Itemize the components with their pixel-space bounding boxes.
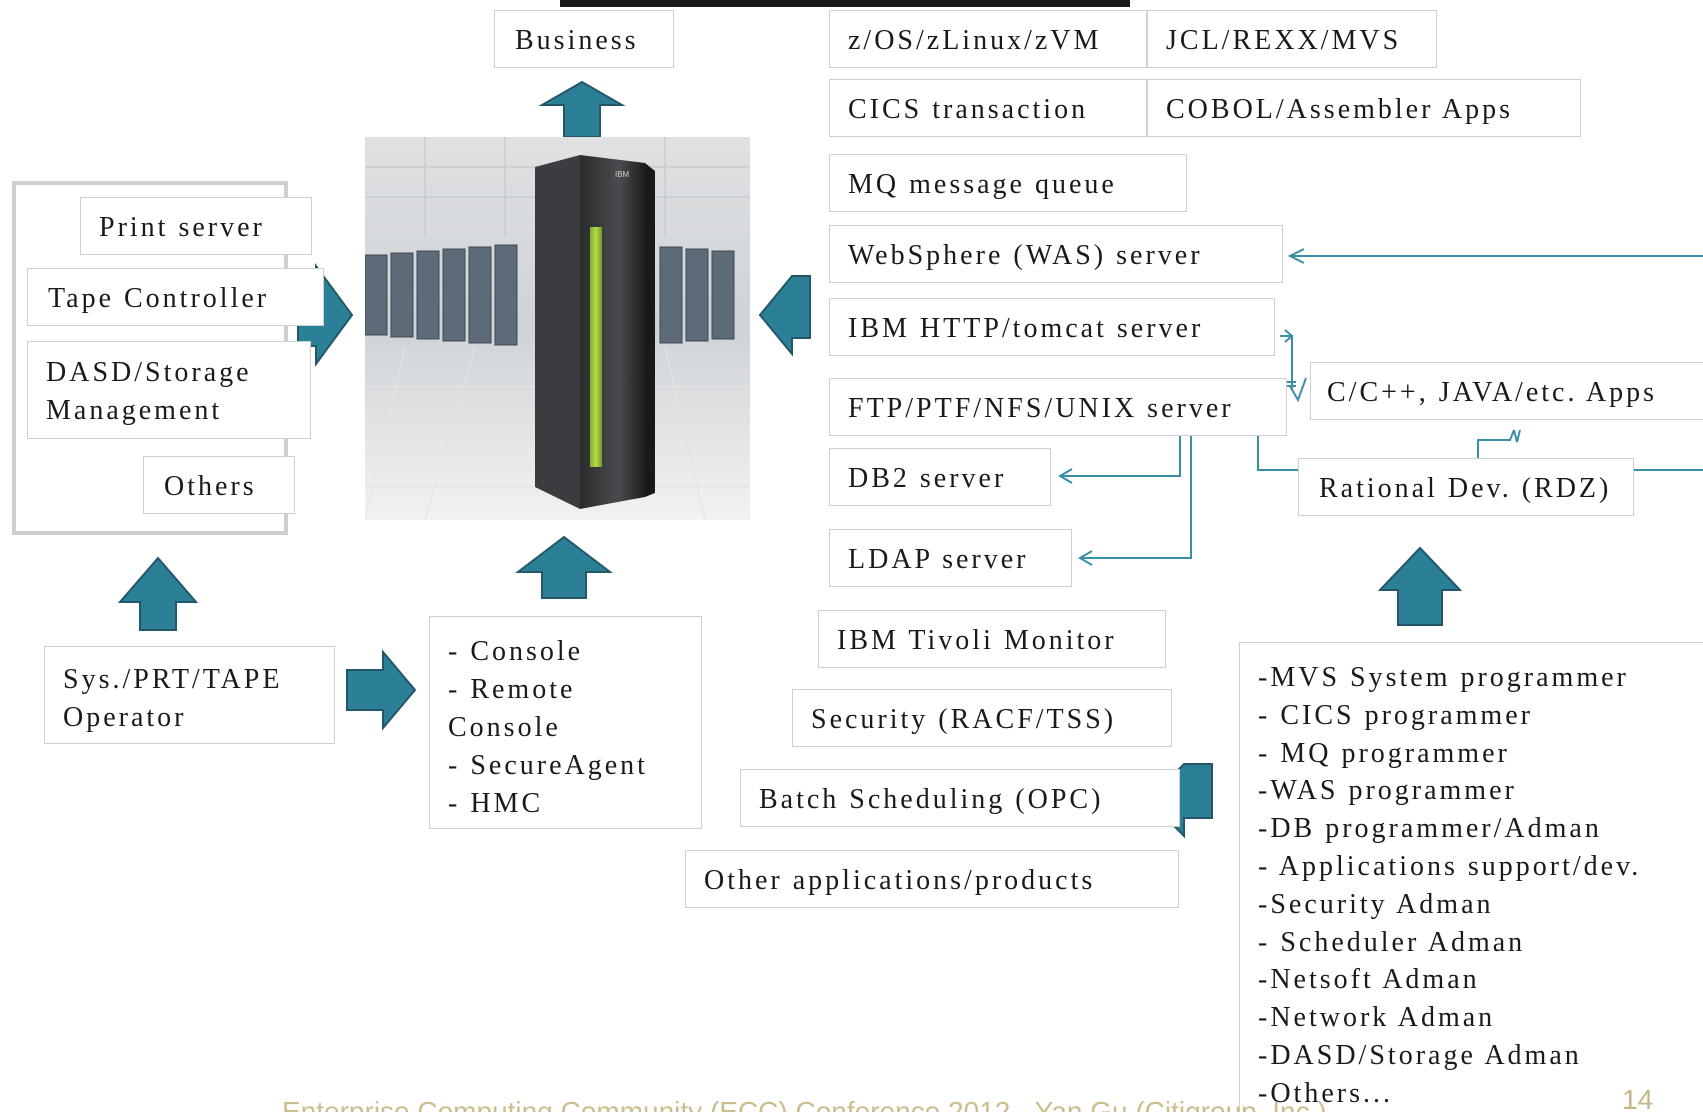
business-box: Business bbox=[494, 10, 674, 68]
print-server-label: Print server bbox=[99, 212, 265, 243]
console-line-3: - SecureAgent bbox=[448, 750, 648, 781]
role-item: -Others... bbox=[1258, 1077, 1393, 1109]
business-label: Business bbox=[515, 25, 639, 56]
tape-controller-box: Tape Controller bbox=[27, 268, 324, 326]
arrow-up-peripherals bbox=[117, 556, 199, 631]
db2-box: DB2 server bbox=[829, 448, 1051, 506]
role-item: -Network Adman bbox=[1258, 1002, 1496, 1034]
cjava-box: C/C++, JAVA/etc. Apps bbox=[1310, 362, 1703, 420]
dasd-storage-label: DASD/Storage Management bbox=[46, 357, 252, 426]
console-box: - Console - Remote Console - SecureAgent… bbox=[429, 616, 702, 829]
connector-http-head bbox=[1284, 329, 1294, 343]
tivoli-label: IBM Tivoli Monitor bbox=[837, 625, 1117, 656]
http-label: IBM HTTP/tomcat server bbox=[848, 313, 1204, 344]
console-line-1: - Console bbox=[448, 636, 584, 667]
arrow-left-services bbox=[758, 275, 811, 357]
tivoli-box: IBM Tivoli Monitor bbox=[818, 610, 1166, 668]
page-number: 14 bbox=[1622, 1084, 1654, 1112]
connector-rdz-up bbox=[1477, 429, 1515, 458]
operator-label: Sys./PRT/TAPE Operator bbox=[63, 664, 283, 733]
arrow-up-roles bbox=[1377, 546, 1463, 626]
role-item: -WAS programmer bbox=[1258, 775, 1517, 807]
other-apps-box: Other applications/products bbox=[685, 850, 1179, 908]
dasd-storage-box: DASD/Storage Management bbox=[27, 341, 311, 439]
cobol-box: COBOL/Assembler Apps bbox=[1147, 79, 1581, 137]
cics-box: CICS transaction bbox=[829, 79, 1147, 137]
security-box: Security (RACF/TSS) bbox=[792, 689, 1172, 747]
websphere-box: WebSphere (WAS) server bbox=[829, 225, 1283, 283]
http-box: IBM HTTP/tomcat server bbox=[829, 298, 1275, 356]
jcl-label: JCL/REXX/MVS bbox=[1166, 25, 1402, 56]
rdz-box: Rational Dev. (RDZ) bbox=[1298, 458, 1634, 516]
cjava-label: C/C++, JAVA/etc. Apps bbox=[1327, 377, 1658, 408]
db2-label: DB2 server bbox=[848, 463, 1007, 494]
ldap-box: LDAP server bbox=[829, 529, 1072, 587]
others-box: Others bbox=[143, 456, 295, 514]
mq-label: MQ message queue bbox=[848, 169, 1117, 200]
role-item: - MQ programmer bbox=[1258, 737, 1510, 769]
connector-websphere-head bbox=[1287, 248, 1305, 264]
role-item: -MVS System programmer bbox=[1258, 662, 1629, 693]
title-fragment bbox=[560, 0, 1130, 7]
console-line-4: - HMC bbox=[448, 788, 544, 819]
mainframe-image: IBM bbox=[365, 137, 750, 520]
roles-box: -MVS System programmer - CICS programmer… bbox=[1239, 642, 1703, 1112]
svg-text:IBM: IBM bbox=[615, 170, 630, 179]
ftp-label: FTP/PTF/NFS/UNIX server bbox=[848, 393, 1234, 424]
zos-box: z/OS/zLinux/zVM bbox=[829, 10, 1147, 68]
websphere-label: WebSphere (WAS) server bbox=[848, 240, 1203, 271]
ftp-box: FTP/PTF/NFS/UNIX server bbox=[829, 378, 1287, 436]
security-label: Security (RACF/TSS) bbox=[811, 704, 1117, 735]
connector-cjava-check bbox=[1289, 377, 1307, 403]
connector-ldap-head bbox=[1078, 550, 1093, 566]
cobol-label: COBOL/Assembler Apps bbox=[1166, 94, 1513, 125]
batch-box: Batch Scheduling (OPC) bbox=[740, 769, 1180, 827]
role-item: - CICS programmer bbox=[1258, 699, 1533, 731]
operator-box: Sys./PRT/TAPE Operator bbox=[44, 646, 335, 744]
arrow-right-operator bbox=[346, 649, 417, 731]
print-server-box: Print server bbox=[80, 197, 312, 255]
zos-label: z/OS/zLinux/zVM bbox=[848, 25, 1102, 56]
rdz-label: Rational Dev. (RDZ) bbox=[1319, 473, 1612, 504]
role-item: - Applications support/dev. bbox=[1258, 850, 1642, 882]
arrow-up-business bbox=[538, 80, 626, 138]
others-label: Others bbox=[164, 471, 257, 502]
slide-footer: Enterprise Computing Community (ECC) Con… bbox=[282, 1096, 1327, 1112]
other-apps-label: Other applications/products bbox=[704, 865, 1096, 896]
jcl-box: JCL/REXX/MVS bbox=[1147, 10, 1437, 68]
role-item: - Scheduler Adman bbox=[1258, 926, 1526, 958]
batch-label: Batch Scheduling (OPC) bbox=[759, 784, 1104, 815]
role-item: -Security Adman bbox=[1258, 888, 1494, 920]
ldap-label: LDAP server bbox=[848, 544, 1029, 575]
role-item: -DASD/Storage Adman bbox=[1258, 1039, 1582, 1071]
console-line-2: - Remote Console bbox=[448, 674, 576, 743]
cics-label: CICS transaction bbox=[848, 94, 1089, 125]
role-item: -Netsoft Adman bbox=[1258, 964, 1480, 996]
connector-rdz-head bbox=[1513, 429, 1521, 443]
connector-db2-head bbox=[1058, 468, 1073, 484]
role-item: -DB programmer/Adman bbox=[1258, 813, 1602, 845]
arrow-up-console bbox=[515, 535, 613, 599]
tape-controller-label: Tape Controller bbox=[48, 283, 270, 314]
mq-box: MQ message queue bbox=[829, 154, 1187, 212]
